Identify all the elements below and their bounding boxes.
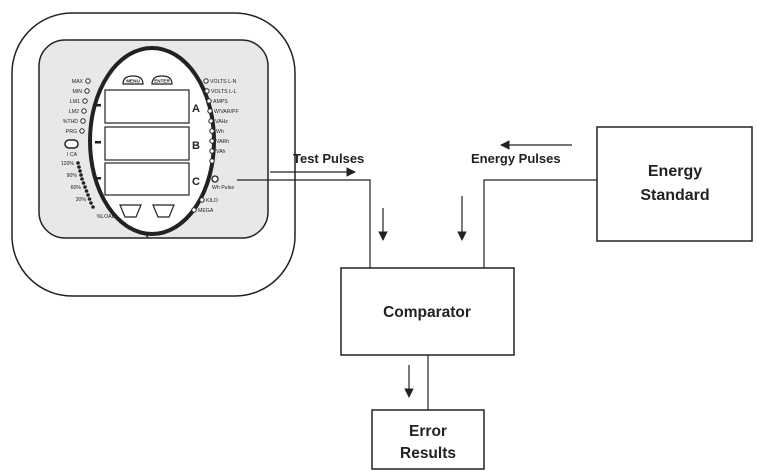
mega-label: MEGA <box>198 208 214 214</box>
energy-standard-line2: Standard <box>640 187 709 204</box>
ir-port <box>64 139 79 149</box>
load-bar: 120% 90% 60% 30% %LOAD <box>61 161 116 220</box>
amps-label: AMPS <box>213 99 228 105</box>
comparator-box <box>340 267 515 356</box>
lm1-label: LM1 <box>70 99 80 105</box>
right-button[interactable] <box>152 204 175 218</box>
vah-label: VAh <box>216 149 226 155</box>
row-c-letter: C <box>192 176 200 188</box>
error-results-line1: Error <box>409 423 447 440</box>
load-120-label: 120% <box>61 161 75 167</box>
energy-standard-line1: Energy <box>648 163 702 180</box>
load-60-label: 60% <box>71 185 82 191</box>
test-pulses-label: Test Pulses <box>293 151 364 166</box>
kilo-label: KILO <box>206 198 218 204</box>
varh-label: VARh <box>216 139 229 145</box>
energy-pulse-line <box>483 179 597 268</box>
right-indicators: VOLTS L-N VOLTS L-L AMPS W/VAR/PF VAHz W… <box>191 78 239 214</box>
max-label: MAX <box>72 79 84 85</box>
ica-label: I CA <box>67 152 78 158</box>
display-row-a <box>104 89 190 124</box>
wvarpf-label: W/VAR/PF <box>214 109 239 115</box>
thd-label: %THD <box>63 119 79 125</box>
test-pulse-line <box>237 179 371 268</box>
load-90-label: 90% <box>67 173 78 179</box>
error-results-box <box>371 409 485 470</box>
left-indicators: MAX MIN LM1 LM2 %THD PRG I CA <box>63 78 91 158</box>
vahz-label: VAHz <box>215 119 228 125</box>
row-a-letter: A <box>192 103 200 115</box>
energy-standard-box <box>596 126 753 242</box>
error-results-line2: Results <box>400 445 456 462</box>
wh-pulse-led <box>211 175 219 183</box>
wh-label: Wh <box>216 129 224 135</box>
comparator-label: Comparator <box>383 304 471 321</box>
enter-button[interactable]: ENTER <box>151 75 173 85</box>
load-30-label: 30% <box>76 197 87 203</box>
prg-label: PRG <box>66 129 77 135</box>
row-b-letter: B <box>192 140 200 152</box>
min-label: MIN <box>72 89 82 95</box>
menu-button[interactable]: MENU <box>122 75 144 85</box>
volts-ln-label: VOLTS L-N <box>210 79 237 85</box>
down-button[interactable] <box>119 204 142 218</box>
enter-label: ENTER <box>154 79 170 84</box>
display-row-c <box>104 162 190 196</box>
load-pct-label: %LOAD <box>97 214 116 220</box>
wh-pulse-label: Wh Pulse <box>212 185 234 191</box>
energy-pulses-label: Energy Pulses <box>471 151 561 166</box>
lm2-label: LM2 <box>69 109 79 115</box>
display-row-b <box>104 126 190 161</box>
menu-label: MENU <box>126 79 140 84</box>
power-meter: MENU ENTER A B C MAX MIN LM1 LM2 %THD <box>11 12 296 297</box>
volts-ll-label: VOLTS L-L <box>211 89 237 95</box>
